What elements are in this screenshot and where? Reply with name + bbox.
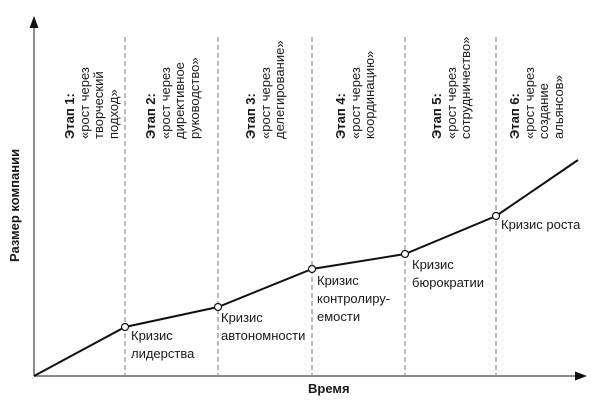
- crisis-text: Кризис: [221, 310, 263, 325]
- crisis-text: бюрократии: [412, 275, 484, 290]
- stage-text: подход»: [105, 89, 121, 139]
- crisis-label-2: Кризис автономности: [221, 309, 305, 345]
- crisis-label-1: Кризис лидерства: [131, 327, 194, 363]
- y-axis-label: Размер компании: [7, 148, 22, 262]
- stage-text: «рост через: [76, 67, 92, 139]
- crisis-point-1: [120, 322, 130, 332]
- stage-label-3: Этап 3: «рост через делегирование»: [243, 40, 288, 139]
- crisis-text: Кризис: [317, 273, 359, 288]
- stage-text: делегирование»: [272, 40, 287, 139]
- stage-title: Этап 2:: [143, 93, 158, 139]
- stage-text: сотрудничество»: [458, 36, 473, 139]
- stage-title: Этап 1:: [62, 93, 77, 139]
- x-axis-label: Время: [308, 381, 350, 396]
- stage-label-1: Этап 1: «рост через творческий подход»: [62, 67, 121, 139]
- crisis-text: Кризис роста: [501, 217, 581, 232]
- stage-label-6: Этап 6: «рост через создание альянсов»: [507, 67, 566, 139]
- crisis-text: лидерства: [131, 346, 195, 361]
- crisis-label-4: Кризис бюрократии: [412, 256, 484, 292]
- stage-text: координацию»: [362, 50, 377, 139]
- stage-title: Этап 6:: [507, 93, 522, 139]
- stage-title: Этап 5:: [429, 93, 444, 139]
- x-axis-arrow-icon: [575, 371, 587, 381]
- stage-dividers: [124, 37, 497, 375]
- crisis-label-3: Кризис контролиру- емости: [317, 272, 390, 326]
- crisis-text: Кризис: [412, 257, 454, 272]
- stage-title: Этап 4:: [333, 93, 348, 139]
- crisis-point-5: [491, 211, 501, 221]
- crisis-text: емости: [317, 309, 361, 324]
- stage-text: руководство»: [186, 57, 202, 139]
- crisis-label-5: Кризис роста: [501, 216, 580, 234]
- crisis-point-3: [307, 264, 317, 274]
- stage-label-5: Этап 5: «рост через сотрудничество»: [429, 36, 474, 139]
- crisis-point-4: [400, 249, 410, 259]
- stage-text: «рост через: [347, 67, 363, 139]
- stage-label-4: Этап 4: «рост через координацию»: [333, 50, 378, 139]
- stage-text: создание: [536, 83, 551, 139]
- stage-text: «рост через: [443, 67, 459, 139]
- stage-text: «рост через: [257, 67, 273, 139]
- stage-text: «рост через: [521, 67, 537, 139]
- stage-text: «рост через: [157, 67, 173, 139]
- crisis-point-2: [213, 302, 223, 312]
- stage-text: альянсов»: [550, 75, 566, 139]
- crisis-text: Кризис: [131, 328, 173, 343]
- crisis-points: [120, 211, 501, 332]
- crisis-text: контролиру-: [317, 291, 391, 306]
- stage-title: Этап 3:: [243, 93, 258, 139]
- stage-label-2: Этап 2: «рост через директивное руководс…: [143, 57, 202, 139]
- stage-text: директивное: [172, 62, 187, 139]
- stage-text: творческий: [91, 71, 106, 139]
- y-axis-arrow-icon: [29, 16, 39, 28]
- crisis-text: автономности: [221, 328, 306, 343]
